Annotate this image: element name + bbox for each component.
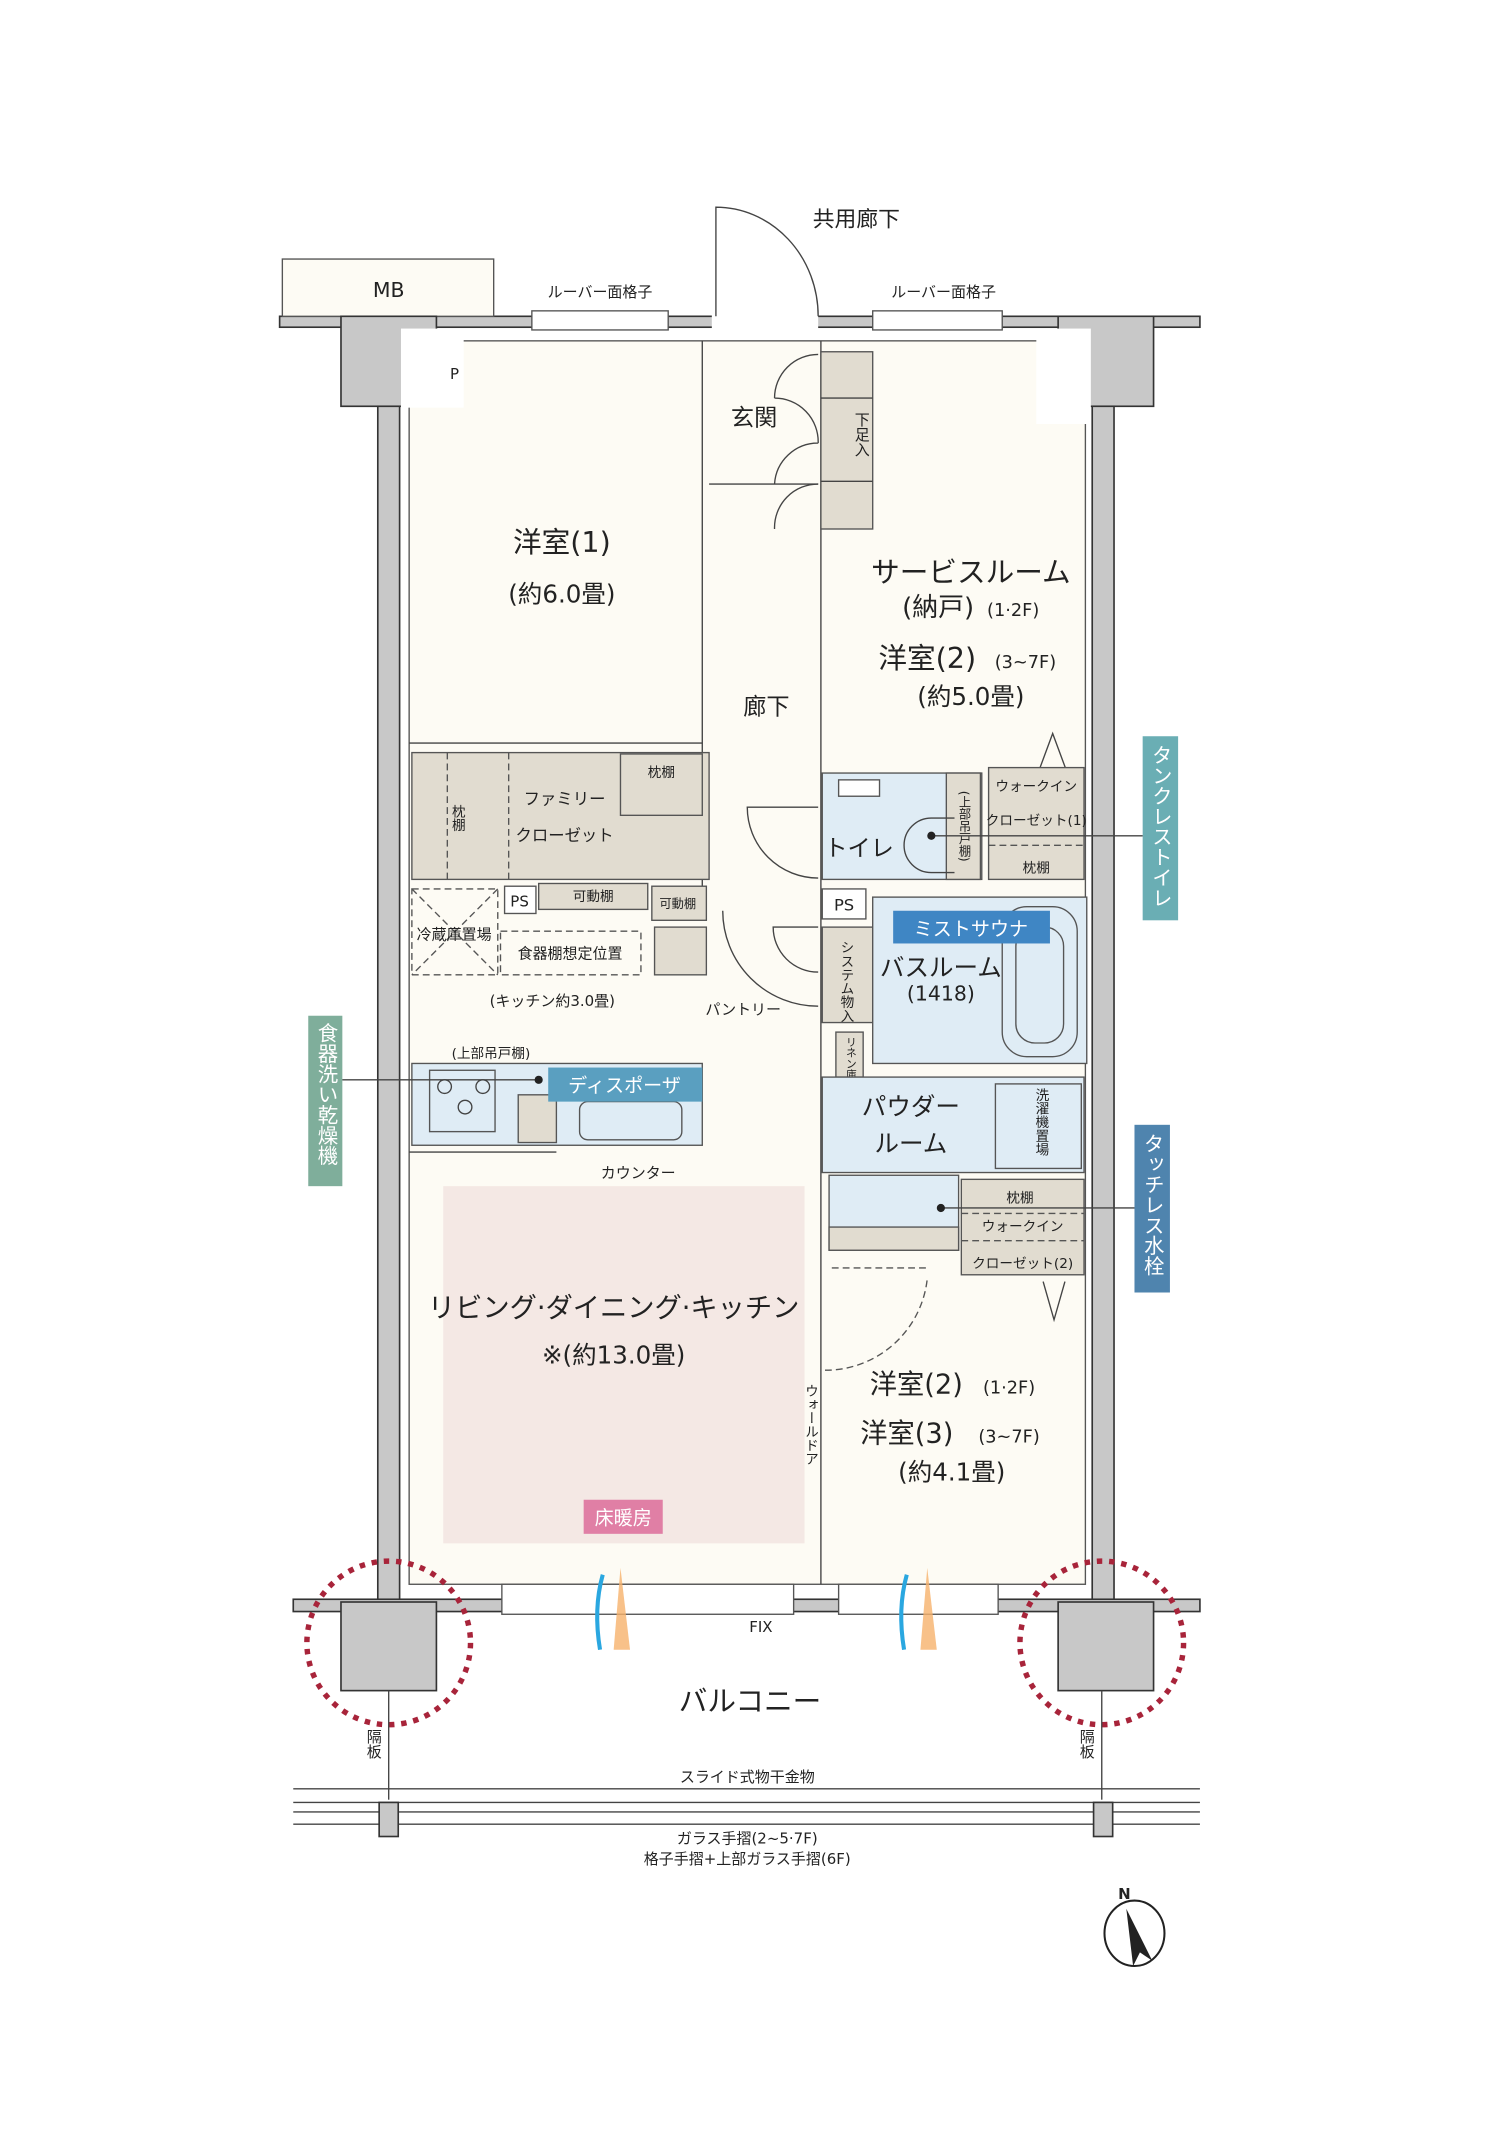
- western-room-3-label: 洋室(3): [860, 1418, 953, 1449]
- walk-in-closet-2[interactable]: [960, 1178, 1085, 1276]
- bathroom-size: (1418): [907, 982, 975, 1006]
- ldk-size: ※(約13.0畳): [542, 1340, 685, 1369]
- washer-label: 洗濯機置場: [1032, 1088, 1049, 1157]
- floor-heating-label: 床暖房: [595, 1507, 652, 1529]
- western-room-1-size: (約6.0畳): [508, 580, 615, 609]
- dish-cabinet-label: 食器棚想定位置: [518, 944, 623, 962]
- pantry-label: パントリー: [705, 1000, 781, 1018]
- fix-label: FIX: [749, 1618, 772, 1636]
- walk-in-closet-label: クローゼット(2): [972, 1256, 1073, 1272]
- upper-cabinet-label: (上部吊戸棚): [957, 791, 971, 862]
- movable-shelf-label: 可動棚: [659, 896, 696, 911]
- sash-window-right[interactable]: [837, 1583, 999, 1615]
- tankless-toilet-label: タンクレストイレ: [1148, 744, 1172, 908]
- partition-label: 隔板: [1078, 1729, 1096, 1759]
- walk-in-closet-label: ウォークイン: [995, 779, 1077, 795]
- highlight-circle-right: [1017, 1558, 1187, 1728]
- service-room-label: サービスルーム: [871, 555, 1071, 589]
- pantry[interactable]: [653, 926, 708, 976]
- floor-heating-area: [443, 1186, 805, 1544]
- western-room-2-label: 洋室(2): [878, 641, 976, 675]
- p-label: P: [450, 365, 459, 383]
- touchless-faucet-label: タッチレス水栓: [1140, 1133, 1164, 1276]
- family-closet-label: クローゼット: [515, 826, 613, 845]
- western-room-2b-floors: (1·2F): [983, 1378, 1035, 1398]
- western-room-3-size: (約4.1畳): [898, 1458, 1005, 1487]
- upper-cabinet-label: (上部吊戸棚): [452, 1046, 531, 1062]
- counter-label: カウンター: [601, 1164, 676, 1182]
- mist-sauna-badge: [893, 910, 1050, 944]
- highlight-circle-left: [304, 1558, 474, 1728]
- mb-label: MB: [373, 278, 405, 302]
- disposer-label: ディスポーザ: [568, 1075, 681, 1097]
- dishwasher-callout: [308, 1015, 343, 1187]
- powder-room-label: ルーム: [874, 1129, 947, 1158]
- bathroom-label: バスルーム: [880, 953, 1002, 982]
- railing-label: ガラス手摺(2~5·7F): [677, 1829, 818, 1847]
- pillow-shelf-label: 枕棚: [648, 765, 675, 781]
- entrance-label: 玄関: [731, 404, 777, 431]
- pillow-shelf-label: 枕棚: [1006, 1191, 1033, 1207]
- touchless-faucet-callout: [1134, 1124, 1170, 1293]
- dishwasher-label: 食器洗い乾燥機: [314, 1023, 338, 1166]
- ps-label: PS: [510, 893, 529, 911]
- floor-heating-badge: [583, 1499, 663, 1534]
- walk-in-closet-label: クローゼット(1): [986, 813, 1087, 829]
- ps-label: PS: [834, 896, 854, 915]
- mist-sauna-label: ミストサウナ: [914, 918, 1028, 940]
- dish-cabinet-space: [499, 930, 642, 976]
- ldk-label: リビング·ダイニング·キッチン: [428, 1293, 800, 1324]
- shoe-storage-label: 下足入: [853, 412, 871, 457]
- powder-room-label: パウダー: [862, 1092, 960, 1121]
- north-compass-icon: N: [1103, 1885, 1166, 1968]
- louver-left-label: ルーバー面格子: [548, 283, 653, 301]
- north-label: N: [1118, 1885, 1131, 1903]
- railing-label: 格子手摺+上部ガラス手摺(6F): [644, 1850, 851, 1868]
- pillow-shelf-label: 枕棚: [449, 804, 466, 832]
- system-storage-label: システム物入: [837, 941, 854, 1023]
- disposer-badge: [548, 1067, 703, 1102]
- left-wall: [376, 405, 401, 1607]
- western-room-2-floors: (3~7F): [995, 653, 1056, 673]
- shoe-storage[interactable]: [820, 351, 874, 530]
- common-corridor-label: 共用廊下: [813, 207, 900, 232]
- western-room-2b-label: 洋室(2): [870, 1369, 963, 1400]
- corridor-label: 廊下: [743, 693, 789, 720]
- clothes-hanger-label: スライド式物干金物: [680, 1768, 815, 1786]
- wall-door-label: ウォールドア: [802, 1384, 818, 1466]
- walk-in-closet-label: ウォークイン: [982, 1219, 1064, 1235]
- western-room-2-size: (約5.0畳): [917, 682, 1024, 711]
- tankless-toilet-callout: [1142, 736, 1179, 921]
- linen-label: リネン庫: [844, 1036, 857, 1080]
- pillow-shelf-label: 枕棚: [1023, 861, 1050, 877]
- balcony-label: バルコニー: [679, 1684, 822, 1718]
- sash-window-left[interactable]: [501, 1583, 795, 1615]
- family-closet-label: ファミリー: [524, 789, 606, 808]
- column-bottom-left: [340, 1601, 438, 1692]
- entrance-door[interactable]: [715, 206, 819, 317]
- fridge-label: 冷蔵庫置場: [417, 925, 492, 943]
- kitchen-size: (キッチン約3.0畳): [490, 992, 615, 1010]
- movable-shelf-label: 可動棚: [573, 889, 614, 905]
- western-room-1-label: 洋室(1): [513, 525, 611, 559]
- western-room-3-floors: (3~7F): [978, 1427, 1039, 1447]
- powder-room: [821, 1076, 1085, 1174]
- storage-room-floors: (1·2F): [987, 601, 1039, 621]
- storage-room-label: (納戸): [902, 593, 974, 623]
- column-bottom-right: [1057, 1601, 1155, 1692]
- partition-label: 隔板: [365, 1729, 383, 1759]
- fridge-space: [411, 888, 499, 976]
- louver-right-label: ルーバー面格子: [891, 283, 996, 301]
- walk-in-closet-1[interactable]: [987, 766, 1085, 881]
- mb-box: [281, 258, 495, 317]
- right-wall: [1091, 405, 1115, 1607]
- toilet-label: トイレ: [824, 835, 893, 862]
